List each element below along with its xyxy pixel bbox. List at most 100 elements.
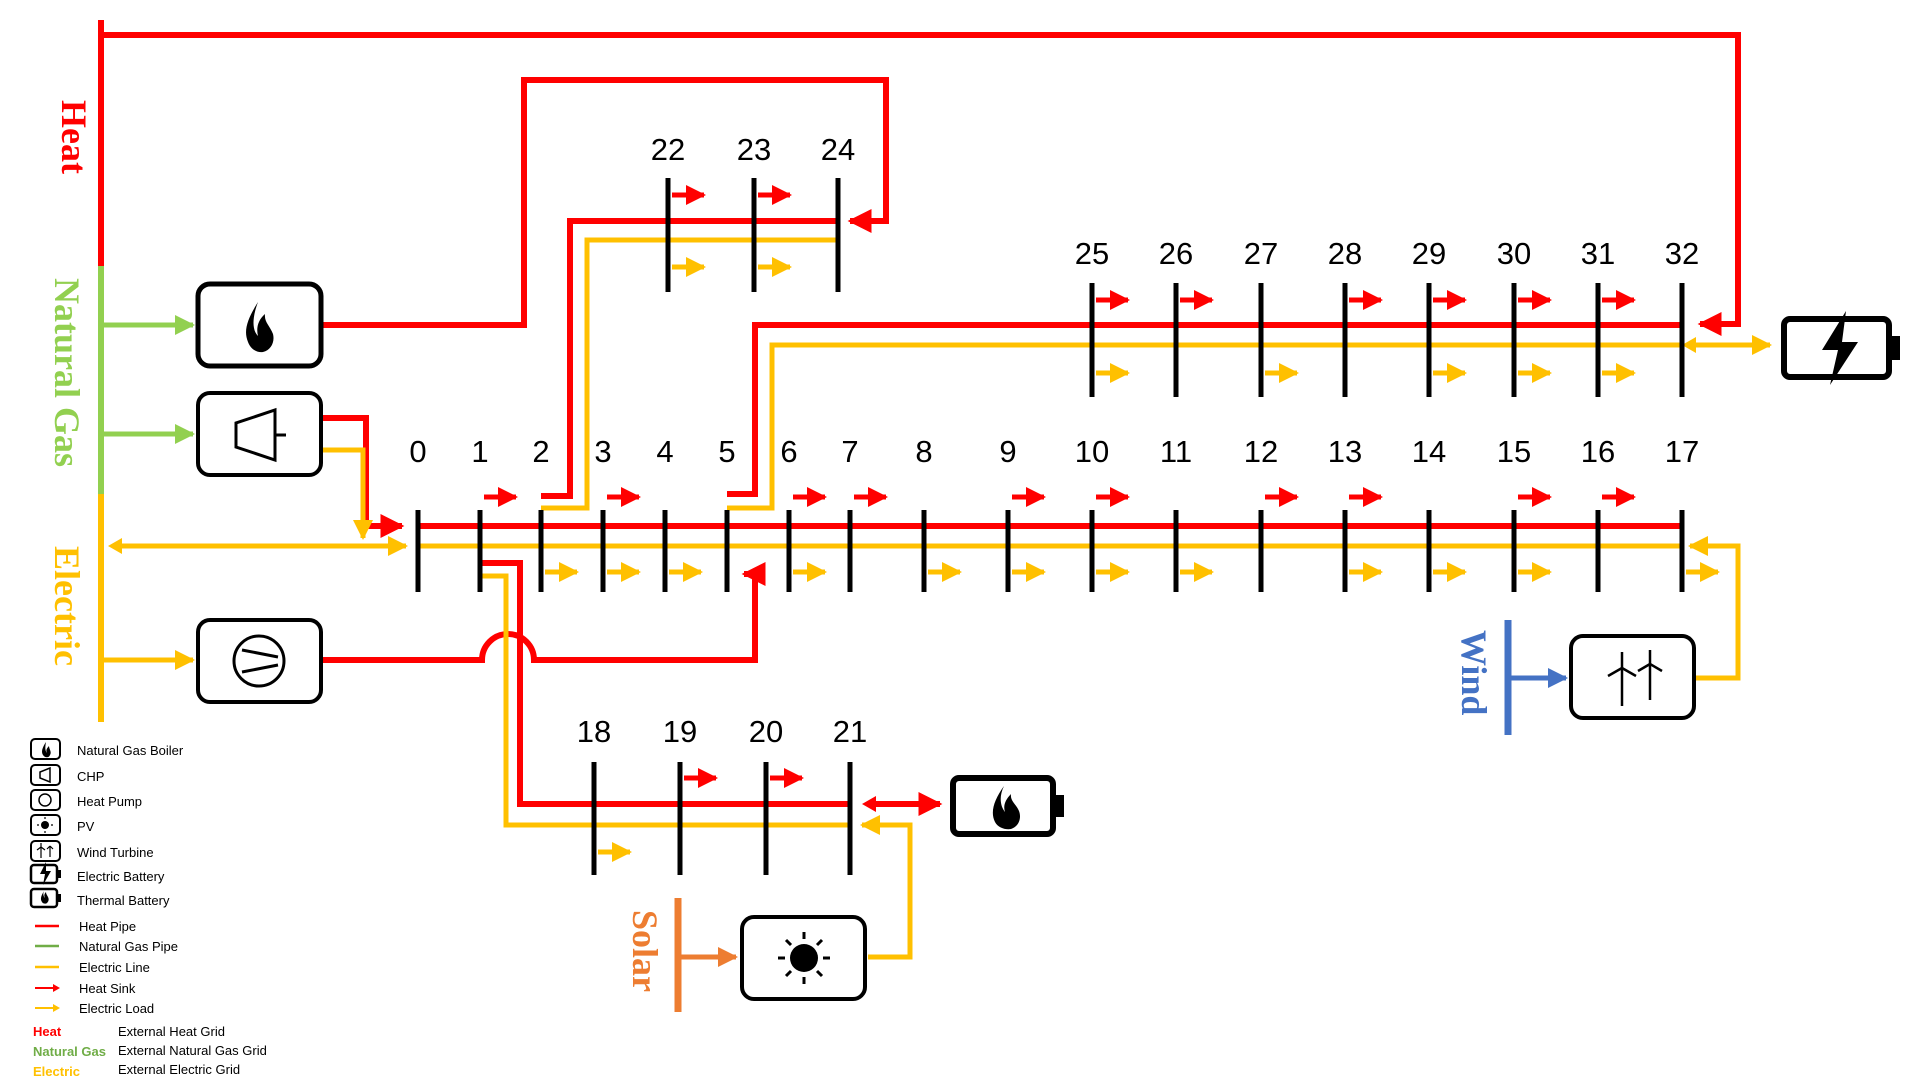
node-label-26: 26 xyxy=(1159,236,1193,271)
legend-label-electric-load: Electric Load xyxy=(79,1001,154,1016)
legend-icon-chp xyxy=(30,764,61,786)
node-label-20: 20 xyxy=(749,714,783,749)
legend-label-boiler: Natural Gas Boiler xyxy=(77,743,184,758)
electric-branch-25-32 xyxy=(727,342,1682,511)
heat-pump-icon xyxy=(232,634,286,688)
node-buses xyxy=(415,178,1685,875)
node-label-1: 1 xyxy=(471,434,488,469)
chp-heat-pipe xyxy=(322,415,405,538)
boiler-heat-pipe xyxy=(322,77,889,328)
node-label-17: 17 xyxy=(1665,434,1699,469)
heat-branch-18-21 xyxy=(482,560,850,807)
external-heat-to-node-32 xyxy=(101,32,1741,336)
renewable-sources xyxy=(674,620,1568,1012)
electric-battery-return-arrow xyxy=(1682,337,1696,353)
solar-grid-label: Solar xyxy=(625,910,665,992)
node-label-18: 18 xyxy=(577,714,611,749)
legend-sample-heat-sink xyxy=(35,984,60,992)
node-label-28: 28 xyxy=(1328,236,1362,271)
legend-label-pv: PV xyxy=(77,819,95,834)
flame-icon xyxy=(246,302,274,353)
legend-icon-wind-turbine xyxy=(30,840,61,862)
legend-label-heat-sink: Heat Sink xyxy=(79,981,136,996)
node-label-5: 5 xyxy=(718,434,735,469)
node-label-11: 11 xyxy=(1160,434,1192,469)
legend-label-gas-pipe: Natural Gas Pipe xyxy=(79,939,178,954)
electric-lines xyxy=(101,237,1772,960)
node-label-0: 0 xyxy=(409,434,426,469)
node-label-23: 23 xyxy=(737,132,771,167)
legend-icon-boiler xyxy=(30,738,61,760)
node-label-9: 9 xyxy=(999,434,1016,469)
legend-label-external-gas-grid: External Natural Gas Grid xyxy=(118,1043,267,1058)
node-label-15: 15 xyxy=(1497,434,1531,469)
natural-gas-boiler[interactable] xyxy=(195,281,324,369)
legend-sample-electric-load xyxy=(35,1004,60,1012)
legend-icon-heat-pump xyxy=(30,789,61,811)
node-loads xyxy=(484,185,1720,862)
node-label-21: 21 xyxy=(833,714,867,749)
node-label-30: 30 xyxy=(1497,236,1531,271)
sun-icon xyxy=(778,932,830,984)
wind-turbine-icon xyxy=(1607,650,1663,706)
wind-grid-label: Wind xyxy=(1454,630,1494,715)
legend-icon-electric-battery xyxy=(29,862,61,885)
wind-turbine[interactable] xyxy=(1569,634,1696,720)
legend-label-external-heat-grid: External Heat Grid xyxy=(118,1024,225,1039)
legend-key-heat: Heat xyxy=(33,1024,62,1039)
node-label-7: 7 xyxy=(841,434,858,469)
node-label-10: 10 xyxy=(1075,434,1109,469)
chp-electric-line xyxy=(322,447,373,540)
wind-electric-line xyxy=(1688,536,1741,681)
legend: Natural Gas Boiler CHP Heat Pump PV Wind… xyxy=(29,738,267,1079)
legend-label-electric-battery: Electric Battery xyxy=(77,869,165,884)
node-label-29: 29 xyxy=(1412,236,1446,271)
heat-branch-22-24 xyxy=(541,218,838,499)
legend-key-gas: Natural Gas xyxy=(33,1044,106,1059)
node-label-16: 16 xyxy=(1581,434,1615,469)
pv-electric-line xyxy=(860,815,913,960)
legend-icon-thermal-battery xyxy=(29,887,61,909)
legend-label-heat-pump: Heat Pump xyxy=(77,794,142,809)
heat-grid-label: Heat xyxy=(54,100,94,174)
node-label-12: 12 xyxy=(1244,434,1278,469)
chp-unit[interactable] xyxy=(196,391,323,477)
legend-label-external-electric-grid: External Electric Grid xyxy=(118,1062,240,1077)
heat-pump-heat-pipe xyxy=(322,562,766,663)
node-label-24: 24 xyxy=(821,132,855,167)
node-label-27: 27 xyxy=(1244,236,1278,271)
legend-label-wind-turbine: Wind Turbine xyxy=(77,845,154,860)
legend-key-electric: Electric xyxy=(33,1064,80,1079)
legend-label-thermal-battery: Thermal Battery xyxy=(77,893,170,908)
node-label-31: 31 xyxy=(1581,236,1615,271)
electric-battery-icon xyxy=(1822,311,1858,385)
grid-labels: Heat Natural Gas Electric Wind Solar xyxy=(47,100,1494,992)
node-label-22: 22 xyxy=(651,132,685,167)
legend-label-chp: CHP xyxy=(77,769,104,784)
gas-grid-label: Natural Gas xyxy=(47,278,87,467)
thermal-battery-icon xyxy=(992,786,1021,830)
heat-pump[interactable] xyxy=(196,618,323,704)
heat-branch-25-32 xyxy=(727,322,1682,497)
node-label-4: 4 xyxy=(656,434,673,469)
electric-branch-18-21 xyxy=(482,573,850,828)
electric-battery[interactable] xyxy=(1781,311,1900,385)
node-label-2: 2 xyxy=(532,434,549,469)
electric-branch-22-24 xyxy=(541,237,838,511)
node-label-3: 3 xyxy=(594,434,611,469)
node-label-13: 13 xyxy=(1328,434,1362,469)
electric-grid-label: Electric xyxy=(47,546,87,666)
chp-icon xyxy=(234,407,286,463)
node-label-6: 6 xyxy=(780,434,797,469)
external-electric-return-arrow xyxy=(108,538,122,554)
gas-pipes xyxy=(101,315,195,444)
legend-icon-pv xyxy=(30,814,61,836)
node-label-25: 25 xyxy=(1075,236,1109,271)
pv-panel[interactable] xyxy=(740,915,867,1001)
node-label-14: 14 xyxy=(1412,434,1446,469)
thermal-battery-return-arrow xyxy=(862,796,876,812)
node-label-32: 32 xyxy=(1665,236,1699,271)
thermal-battery[interactable] xyxy=(950,775,1064,837)
